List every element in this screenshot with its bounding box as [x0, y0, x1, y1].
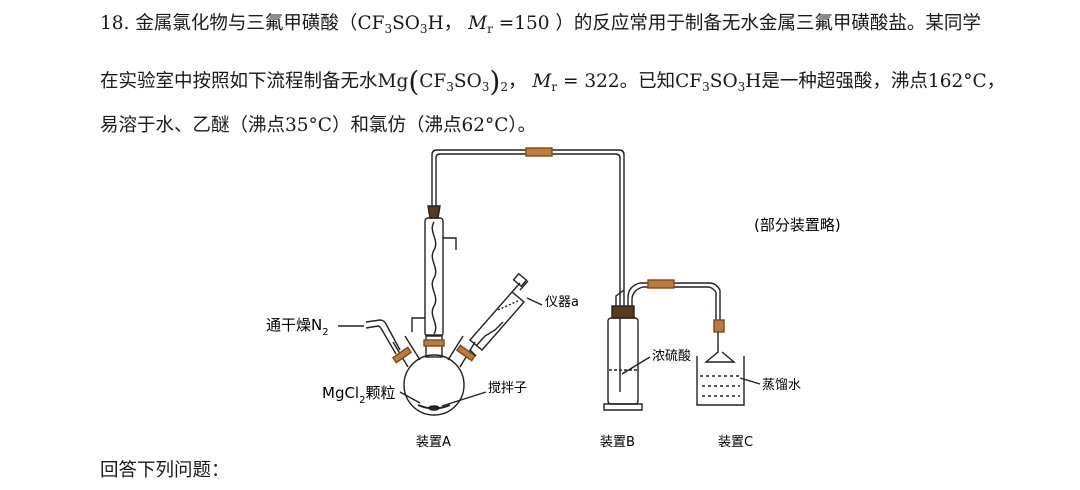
molar-mass-salt: Mr = 322	[532, 71, 620, 94]
caption-b: 装置B	[600, 435, 635, 450]
stir-bar	[428, 405, 440, 411]
joint-center	[423, 339, 445, 347]
three-neck-flask	[365, 319, 477, 416]
rubber-connector-b	[647, 279, 675, 289]
caption-c: 装置C	[718, 435, 753, 450]
rubber-connector-c	[713, 319, 725, 333]
formula-cf3so3h-2: CF3SO3H	[675, 71, 762, 94]
label-mgcl2: MgCl2颗粒	[322, 384, 396, 406]
question-line-1: 18.金属氯化物与三氟甲磺酸（CF3SO3H， Mr =150 ）的反应常用于制…	[100, 13, 981, 36]
condenser	[411, 217, 457, 337]
apparatus-diagram: (部分装置略) 通干燥N2 MgCl2颗粒 搅拌子 仪器a 浓硫酸 蒸馏水 装置…	[266, 147, 841, 450]
question-number: 18.	[100, 13, 130, 34]
gas-washing-bottle-b	[603, 282, 721, 411]
label-water: 蒸馏水	[762, 378, 801, 393]
instrument-a	[469, 272, 529, 357]
label-h2so4: 浓硫酸	[652, 349, 691, 364]
joint-right	[455, 344, 477, 362]
n2-inlet-tube	[365, 319, 401, 351]
label-n2: 通干燥N2	[266, 316, 329, 338]
answer-prompt: 回答下列问题：	[100, 460, 230, 481]
formula-cf3so3h: CF3SO3H	[357, 13, 444, 36]
connecting-tube-top	[431, 149, 625, 307]
beaker-c	[696, 290, 745, 406]
rubber-connector-top	[525, 147, 553, 157]
label-stirrer: 搅拌子	[488, 380, 527, 396]
label-instrument-a: 仪器a	[545, 295, 579, 310]
molar-mass-acid: Mr =150	[468, 13, 550, 36]
condenser-stopper	[427, 205, 441, 219]
caption-a: 装置A	[416, 435, 451, 450]
joint-left	[391, 346, 413, 364]
question-line-2: 在实验室中按照如下流程制备无水Mg(CF3SO3)2， Mr = 322。已知C…	[100, 65, 1006, 98]
formula-mg-salt: Mg(CF3SO3)2	[377, 65, 508, 98]
note-partial-omitted: (部分装置略)	[754, 216, 841, 234]
question-line-3: 易溶于水、乙醚（沸点35°C）和氯仿（沸点62°C）。	[100, 115, 537, 136]
